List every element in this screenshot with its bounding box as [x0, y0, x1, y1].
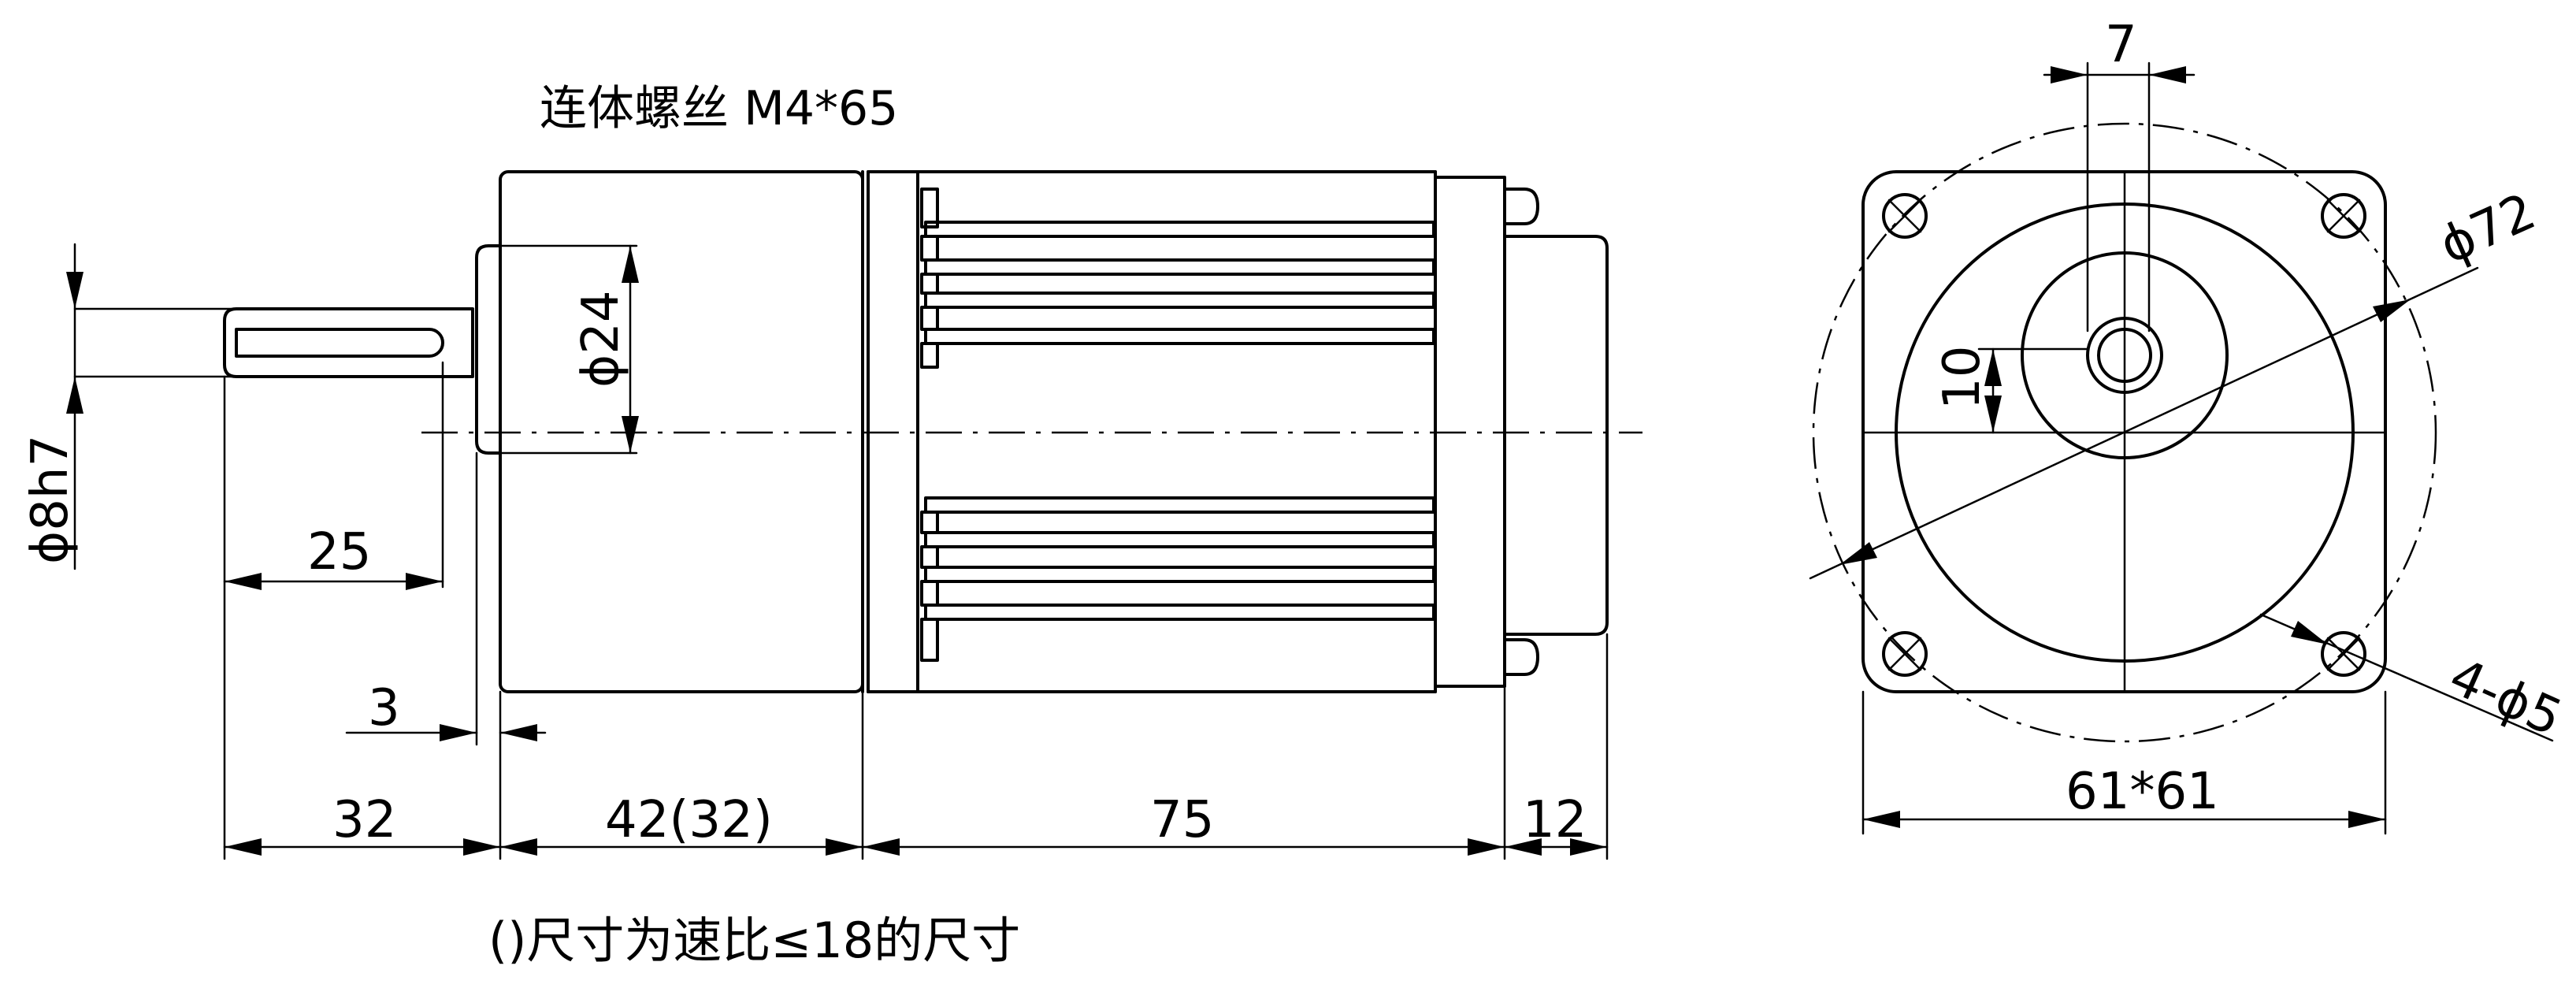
- shaft-keyway: [235, 328, 444, 358]
- bolt-circle-label: ϕ72: [2431, 183, 2544, 276]
- dim-flange-diameter: ϕ24: [499, 244, 639, 455]
- cooling-fins-lower: [920, 496, 1435, 662]
- dim-shaft-offset: 7: [2043, 16, 2196, 332]
- flange-boss: [475, 244, 502, 455]
- screw-label: 连体螺丝 M4*65: [540, 81, 898, 136]
- key-length-label: 25: [307, 523, 371, 581]
- square-label: 61*61: [2066, 763, 2219, 821]
- dim-key-depth: 10: [1933, 346, 2089, 434]
- side-view: ϕ8h7 ϕ24 25 3: [21, 81, 1642, 969]
- cooling-fins-upper: [920, 188, 1435, 369]
- holes-label: 4-ϕ5: [2441, 648, 2570, 748]
- shaft-offset-label: 7: [2105, 16, 2137, 74]
- dim-shaft-diameter: ϕ8h7: [21, 243, 238, 570]
- shaft-diameter-label: ϕ8h7: [21, 435, 80, 564]
- key-depth-label: 10: [1933, 346, 1991, 410]
- step-label: 3: [368, 679, 400, 737]
- dim-chain-bottom: 32 42(32) 75 12: [223, 633, 1609, 860]
- dim-bolt-circle: ϕ72: [1809, 183, 2544, 580]
- output-shaft: [223, 307, 474, 378]
- note-label: ()尺寸为速比≤18的尺寸: [488, 912, 1020, 969]
- gearbox-length-label: 42(32): [605, 791, 773, 849]
- terminal-box: [1503, 235, 1609, 636]
- dim-holes: 4-ϕ5: [2259, 613, 2570, 748]
- shaft-length-label: 32: [332, 791, 396, 849]
- mounting-holes: [1882, 193, 2366, 677]
- dim-square: 61*61: [1861, 690, 2387, 835]
- screw-head-top: [1503, 188, 1539, 225]
- motor-length-label: 75: [1150, 791, 1214, 849]
- screw-head-bottom: [1503, 638, 1539, 676]
- bolt-circle-phi72: [1812, 122, 2437, 743]
- box-length-label: 12: [1523, 791, 1587, 849]
- flange-diameter-label: ϕ24: [572, 290, 630, 388]
- dim-key-length: 25: [223, 361, 444, 860]
- dim-step: 3: [345, 451, 547, 860]
- front-view: 7 10 ϕ72 4-ϕ5: [1809, 16, 2570, 835]
